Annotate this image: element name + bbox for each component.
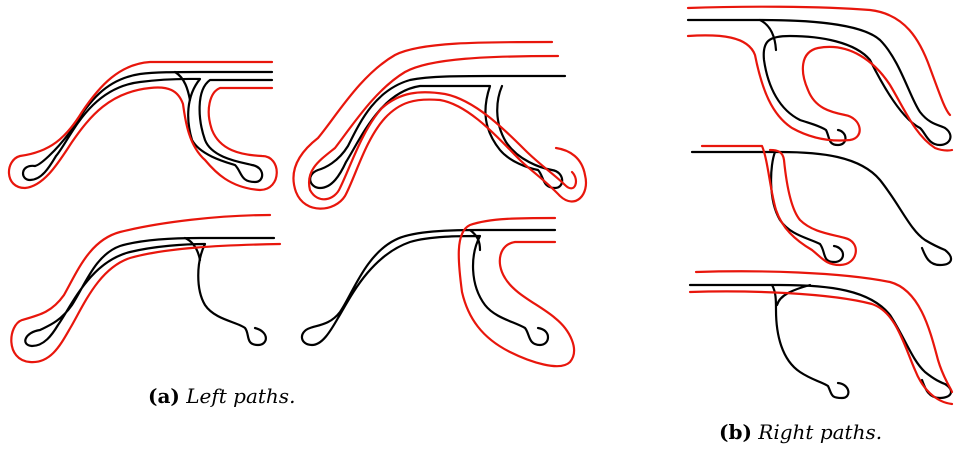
red-path (694, 270, 954, 394)
left-path-diagram-4 (300, 216, 576, 368)
right-path-diagram-1 (686, 5, 954, 152)
black-junction (173, 70, 192, 102)
black-junction (468, 228, 482, 252)
right-path-diagram-2 (690, 144, 953, 267)
red-path-1 (686, 5, 952, 117)
black-junction (758, 18, 778, 52)
caption-tag: (a) (148, 384, 180, 408)
left-path-diagram-2 (292, 40, 588, 210)
black-path (690, 150, 953, 267)
red-path (7, 60, 278, 192)
red-path (457, 216, 576, 368)
red-path (10, 213, 282, 364)
black-path (688, 283, 953, 400)
red-path-inner (307, 54, 578, 201)
black-path (309, 74, 567, 190)
black-branch (769, 150, 845, 264)
red-path-outer (292, 40, 588, 210)
caption-text: Right paths. (758, 420, 883, 444)
left-path-diagram-1 (7, 60, 278, 192)
black-path (22, 70, 274, 184)
right-path-diagram-3 (688, 270, 954, 406)
caption-right-paths: (b) Right paths. (719, 420, 882, 444)
left-path-diagram-3 (10, 213, 282, 364)
black-path (24, 236, 276, 348)
red-path-2 (686, 34, 954, 152)
black-path (686, 18, 952, 147)
caption-left-paths: (a) Left paths. (148, 384, 295, 408)
red-path (700, 144, 857, 267)
black-path (300, 228, 557, 347)
caption-tag: (b) (719, 420, 752, 444)
red-path-lower (688, 290, 954, 406)
black-branch (770, 283, 850, 400)
caption-text: Left paths. (186, 384, 296, 408)
